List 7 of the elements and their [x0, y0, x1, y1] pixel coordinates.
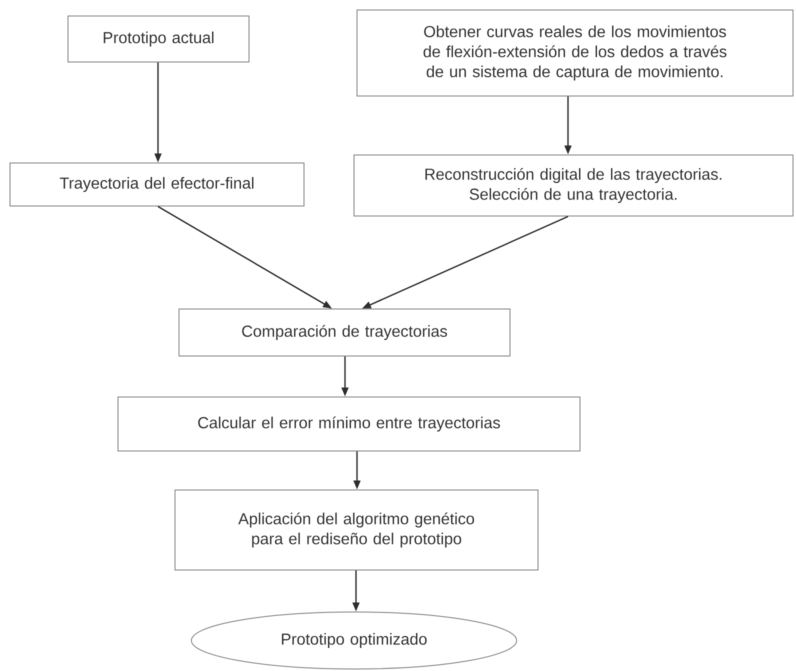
process-box: Prototipo actual [68, 16, 250, 62]
process-box: Calcular el error mínimo entre trayectorias [118, 396, 580, 452]
process-box: Trayectoria del efector-final [10, 162, 304, 206]
process-box: Reconstrucción digital de las trayectorias. Selección de una trayectoria. [354, 154, 794, 216]
process-box: Aplicación del algoritmo genético para el rediseño del prototipo [174, 490, 538, 570]
process-box: Comparación de trayectorias [178, 308, 510, 356]
process-box: Obtener curvas reales de los movimientos de flexión-extensión de los dedos a través de un sistema de captura de movimiento. [356, 10, 794, 96]
